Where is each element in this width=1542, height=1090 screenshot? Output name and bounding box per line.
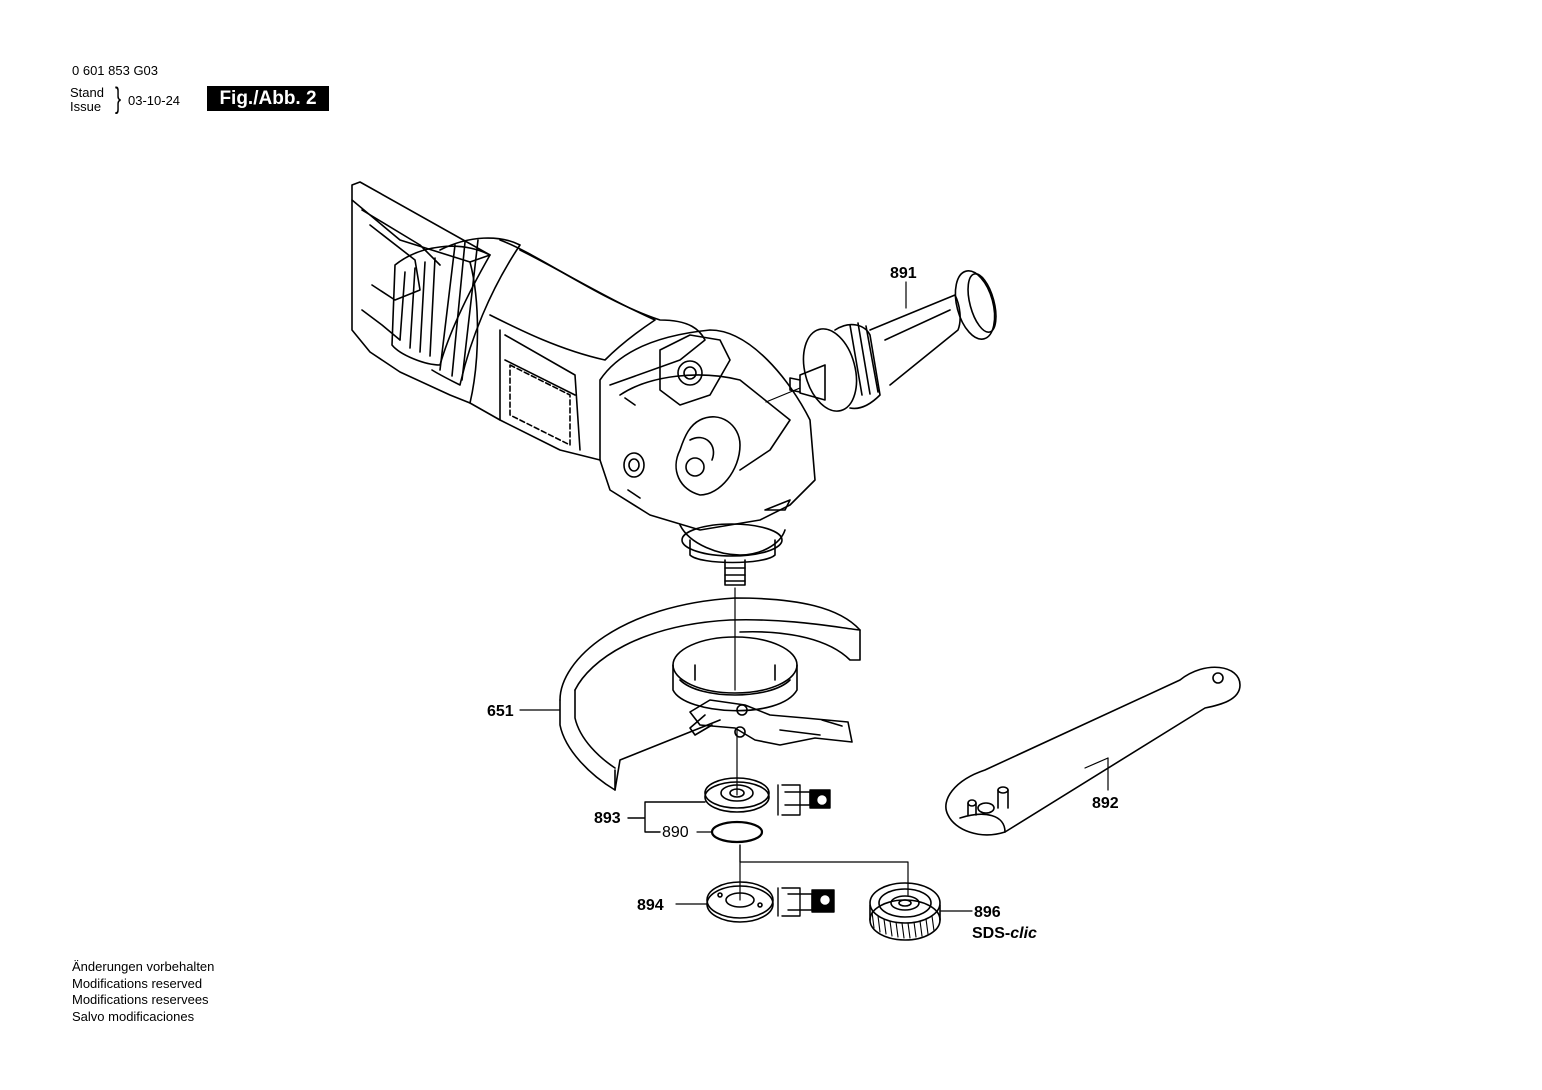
flange-orientation-icon-upper bbox=[777, 784, 831, 816]
flange-orientation-icon-lower bbox=[777, 887, 835, 917]
note-line-es: Salvo modificaciones bbox=[72, 1008, 195, 1024]
sds-clic-quick-clamp-nut bbox=[869, 882, 973, 941]
stand-label: Stand bbox=[70, 85, 104, 100]
leader-line-896-to-flange bbox=[739, 844, 909, 896]
auxiliary-handle bbox=[765, 270, 997, 412]
label-651: 651 bbox=[487, 703, 514, 720]
angle-grinder-body bbox=[351, 181, 816, 586]
clamping-nut bbox=[675, 844, 774, 923]
sds-suffix: clic bbox=[1010, 925, 1037, 942]
figure-label: Fig./Abb. 2 bbox=[207, 86, 329, 111]
note-line-fr: Modifications reservees bbox=[72, 992, 209, 1007]
label-892: 892 bbox=[1092, 795, 1119, 812]
protection-guard bbox=[519, 587, 861, 791]
label-896: 896 bbox=[974, 904, 1001, 921]
issue-label: Issue bbox=[70, 99, 102, 114]
label-893: 893 bbox=[594, 810, 621, 827]
part-number: 0 601 853 G03 bbox=[72, 63, 159, 78]
two-pin-spanner bbox=[945, 666, 1241, 836]
issue-date: 03-10-24 bbox=[128, 93, 181, 108]
stand-issue-labels: Stand Issue bbox=[70, 86, 104, 114]
modification-notes: Änderungen vorbehalten Modifications res… bbox=[72, 959, 214, 1025]
note-line-en: Modifications reserved bbox=[72, 975, 203, 991]
note-line-de: Änderungen vorbehalten bbox=[72, 959, 215, 974]
brace-glyph: } bbox=[115, 82, 122, 115]
label-894: 894 bbox=[637, 897, 664, 914]
label-891: 891 bbox=[890, 265, 917, 282]
sds-prefix: SDS- bbox=[972, 925, 1010, 942]
label-890: 890 bbox=[662, 824, 689, 841]
label-sds-clic: SDS-clic bbox=[972, 925, 1037, 942]
mounting-flange bbox=[627, 729, 770, 844]
